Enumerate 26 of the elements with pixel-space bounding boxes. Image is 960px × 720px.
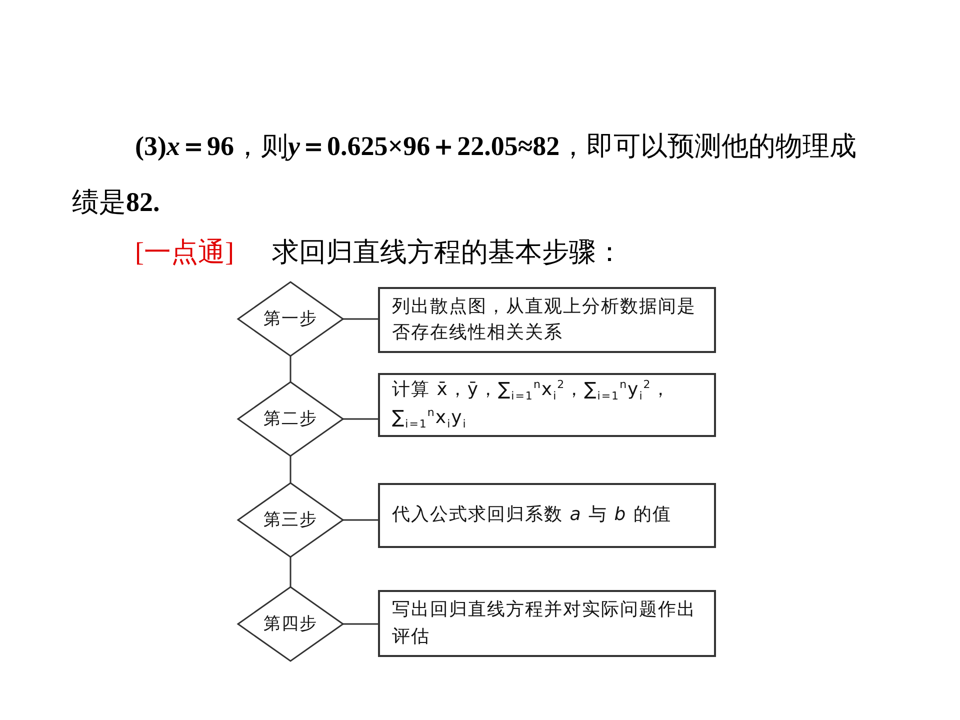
heading-text: 求回归直线方程的基本步骤： (272, 236, 623, 269)
step-label: 第三步 (264, 508, 318, 532)
tag-label: [一点通] (135, 236, 234, 269)
process-box (378, 287, 716, 353)
paragraph-text: (3)x＝96，则y＝0.625×96＋22.05≈82，即可以预测他的物理成绩是82. (72, 130, 858, 219)
step-label: 第四步 (264, 612, 318, 636)
connector-line (343, 318, 378, 320)
step-description: 写出回归直线方程并对实际问题作出评估 (392, 598, 697, 648)
decision-diamond (238, 282, 343, 356)
decision-diamond (238, 382, 343, 456)
connector-line (290, 356, 292, 382)
step-label: 第二步 (264, 408, 318, 431)
process-box (378, 373, 716, 437)
process-box (378, 590, 716, 657)
process-box (378, 483, 716, 548)
connector-line (290, 557, 292, 587)
step-description: 代入公式求回归系数 a 与 b 的值 (392, 503, 672, 528)
connector-line (343, 623, 378, 625)
step-description: 列出散点图，从直观上分析数据间是否存在线性相关关系 (392, 294, 697, 345)
step-label: 第一步 (264, 308, 318, 331)
decision-diamond (238, 483, 343, 557)
connector-line (343, 519, 378, 521)
decision-diamond (238, 587, 343, 661)
connector-line (343, 418, 378, 420)
step-description: 计算 x̄，ȳ，∑$_{i=1}$$^{n}$x$_{i}$$^{2}$，∑$_{i=1}$$^{n}$y$_{i}$$^{2}$，∑$_{i=1}$$^{n}$x$_{i}$y$_{i}$ (392, 377, 672, 433)
connector-line (290, 456, 292, 483)
